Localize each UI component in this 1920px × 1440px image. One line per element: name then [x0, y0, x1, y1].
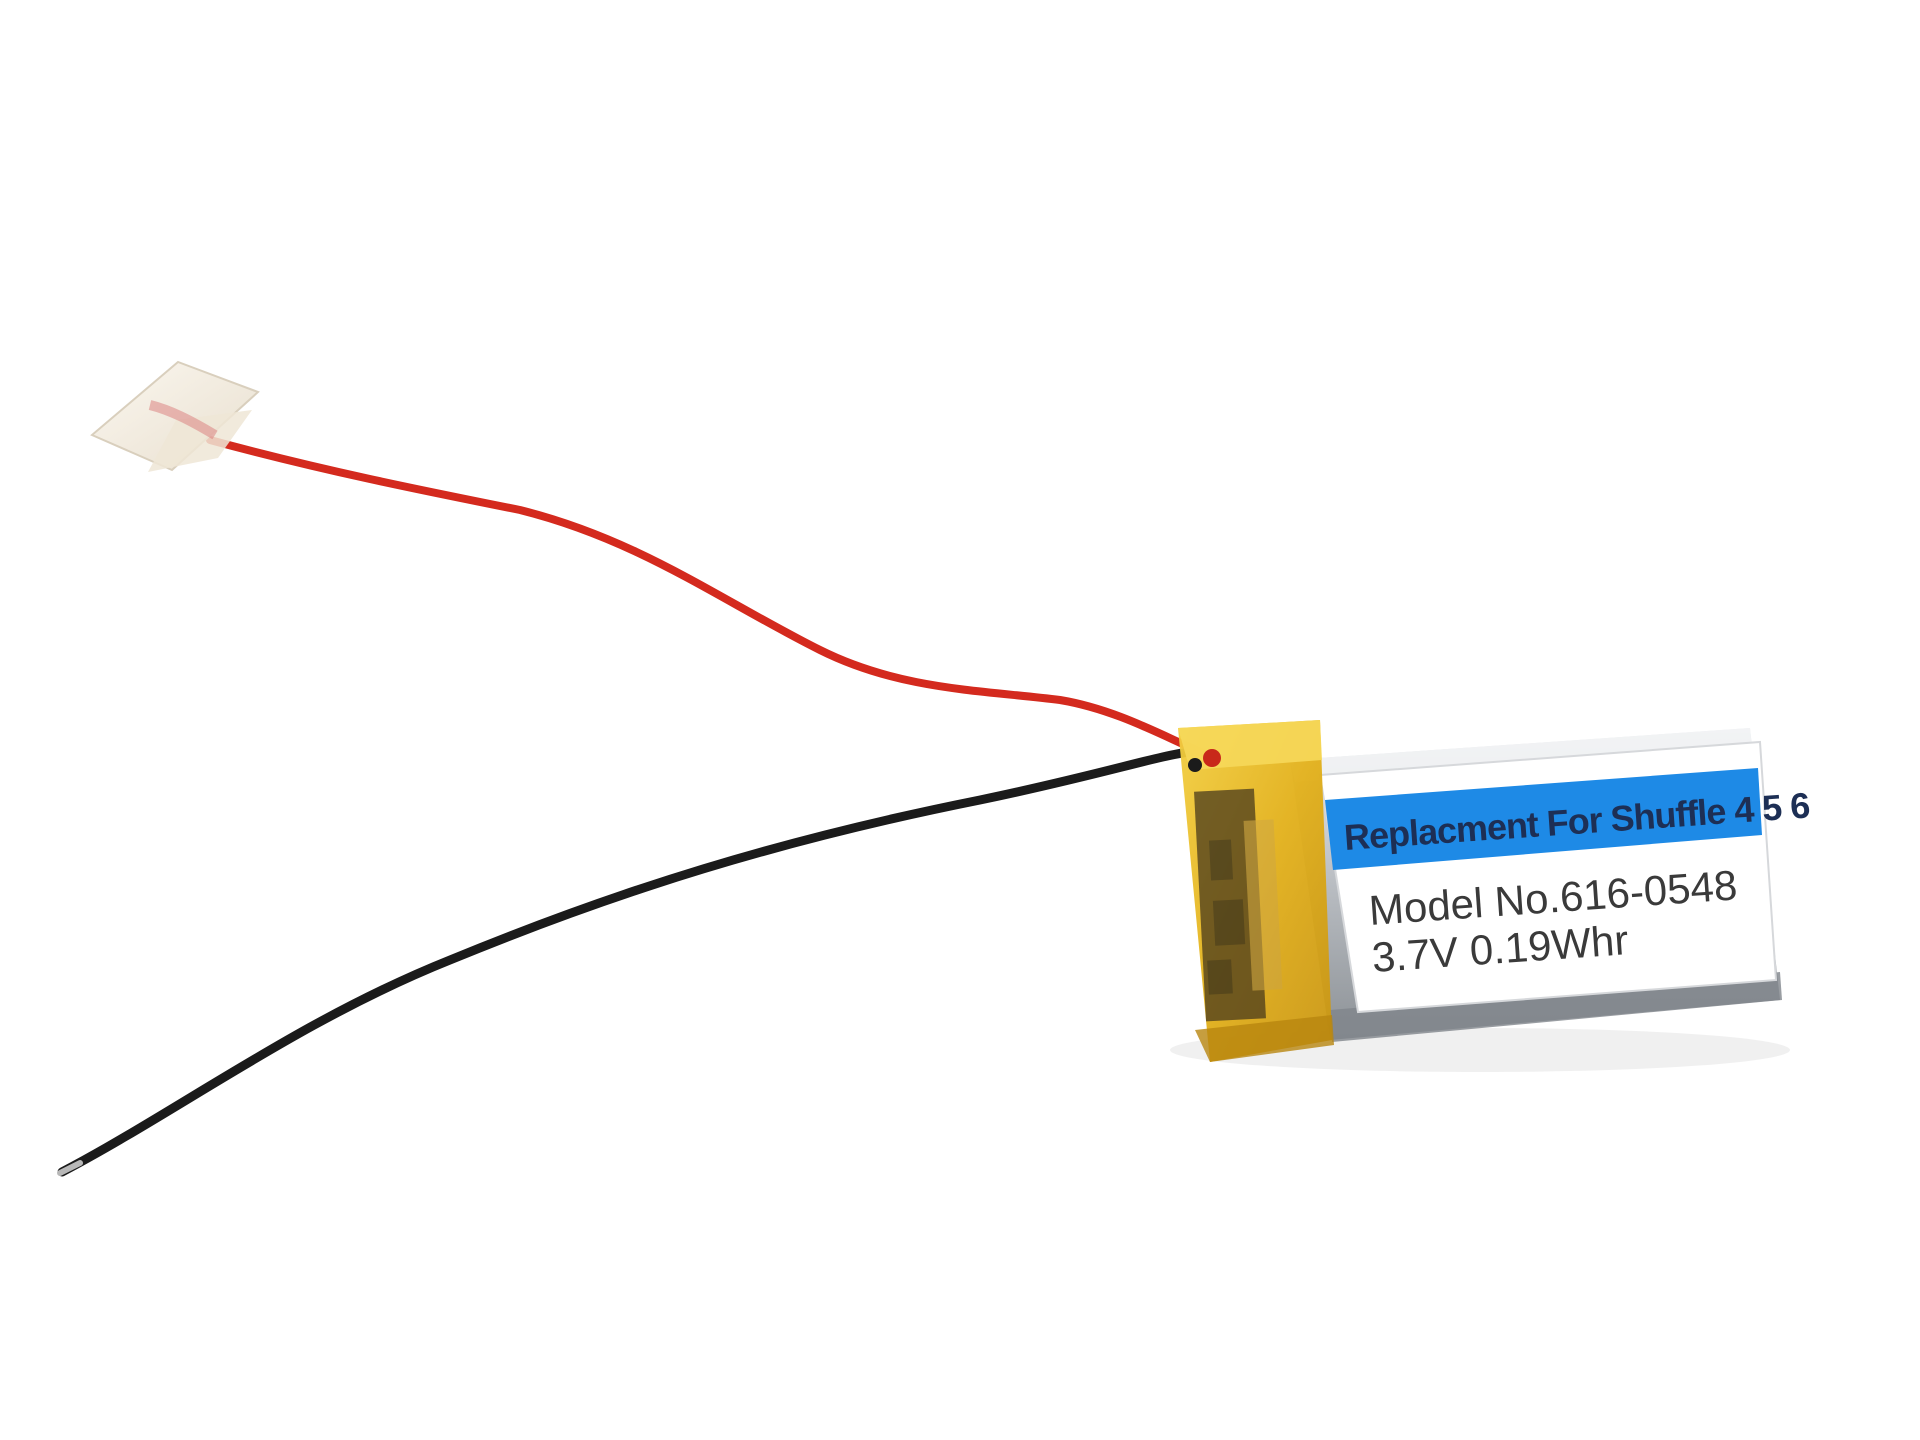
red-wire: [206, 436, 1212, 759]
black-solder-point: [1188, 758, 1202, 772]
black-wire: [57, 747, 1195, 1177]
battery-label: [1318, 740, 1778, 1014]
connector-tab: [90, 360, 260, 472]
red-solder-point: [1203, 749, 1221, 767]
protection-circuit: [1194, 788, 1283, 1022]
black-wire-tip: [57, 1160, 83, 1176]
label-blue-band: [1325, 768, 1762, 870]
